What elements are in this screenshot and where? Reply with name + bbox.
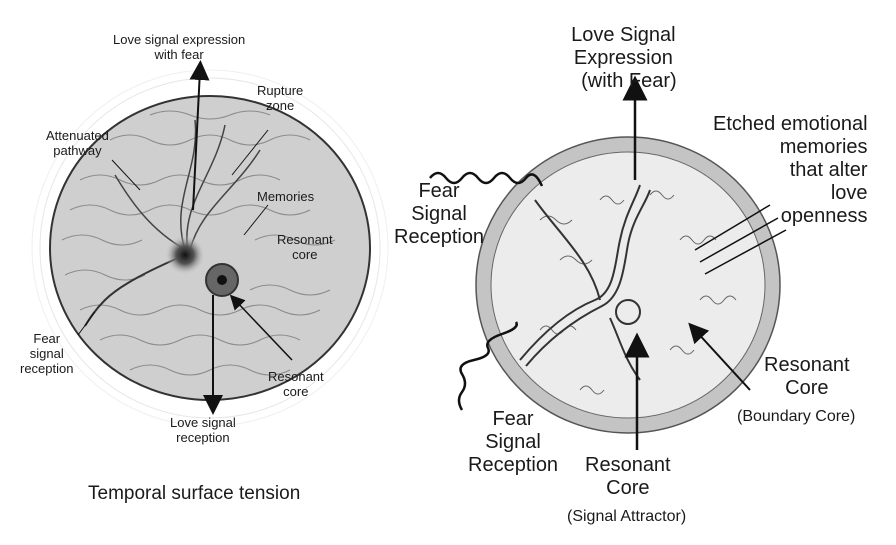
left-label-rupture-zone: Rupture zone <box>257 84 303 114</box>
left-label-love-expression: Love signal expression with fear <box>113 33 245 63</box>
right-label-love-expression: Love Signal Expression (with Fear) <box>570 24 677 93</box>
left-label-love-reception: Love signal reception <box>170 416 236 446</box>
left-disc-group <box>32 70 388 426</box>
right-label-boundary-sub: (Boundary Core) <box>737 408 855 426</box>
right-label-attractor-title: Resonant Core <box>585 454 671 500</box>
right-label-attractor-sub: (Signal Attractor) <box>567 508 686 526</box>
left-label-attenuated-pathway: Attenuated pathway <box>46 129 109 159</box>
left-label-memories: Memories <box>257 190 314 205</box>
left-caption: Temporal surface tension <box>88 483 300 505</box>
right-label-boundary-title: Resonant Core <box>764 354 850 400</box>
right-label-fear-lower: Fear Signal Reception <box>468 408 558 477</box>
left-label-resonant-core-upper: Resonant core <box>277 233 333 263</box>
left-resonant-core-inner <box>217 275 227 285</box>
left-rupture-hole <box>165 235 205 275</box>
left-label-fear-reception: Fear signal reception <box>20 332 73 377</box>
right-label-fear-upper: Fear Signal Reception <box>394 180 484 249</box>
left-label-resonant-core-lower: Resonant core <box>268 370 324 400</box>
right-label-etched-memories: Etched emotional memories that alter lov… <box>713 113 868 228</box>
